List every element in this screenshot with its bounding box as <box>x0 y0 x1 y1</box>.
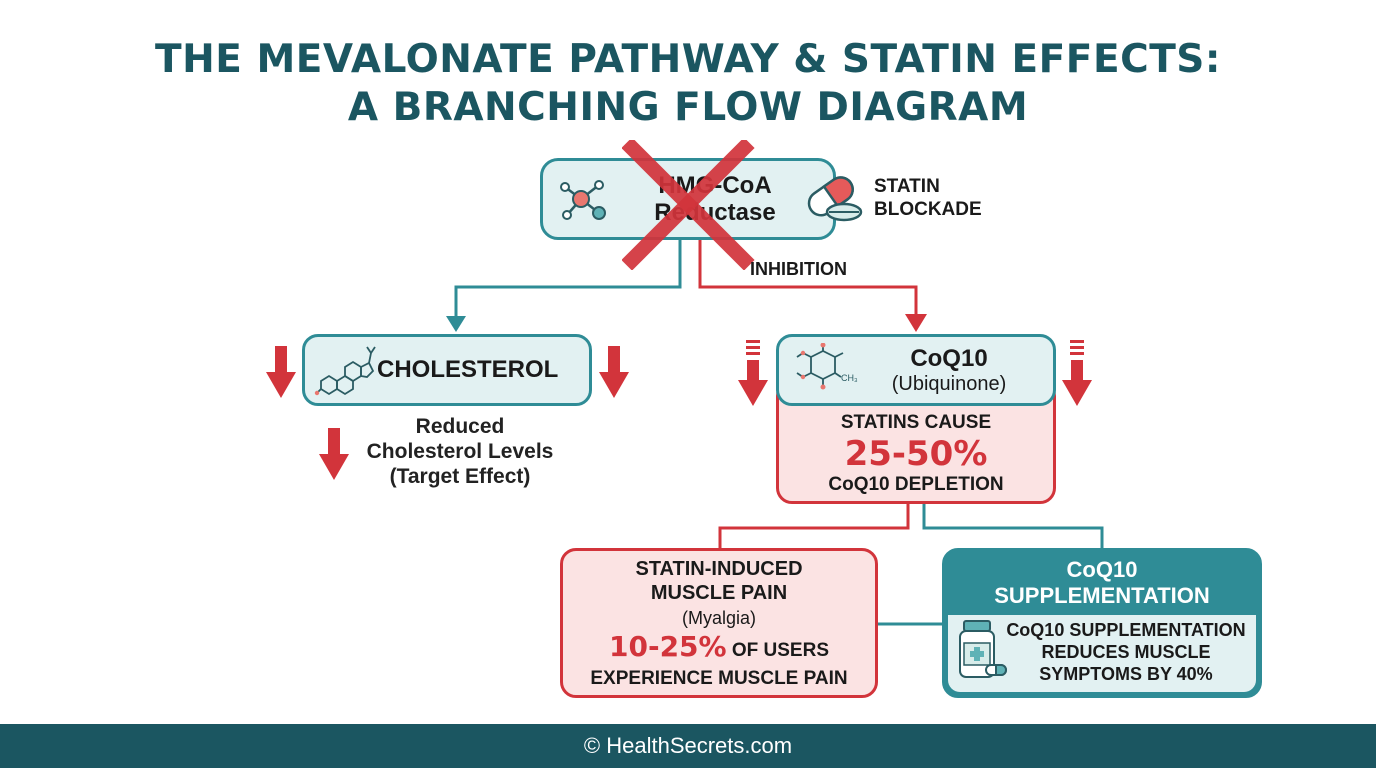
coq10-label: CoQ10 <box>910 344 988 372</box>
footer-copyright: © HealthSecrets.com <box>583 733 793 758</box>
supplementation-body-line-1: CoQ10 SUPPLEMENTATION <box>1006 620 1246 640</box>
blockade-label: BLOCKADE <box>874 199 982 220</box>
medicine-bottle-icon <box>959 620 1007 678</box>
effect-line-3: (Target Effect) <box>389 465 531 488</box>
depletion-line-1: STATINS CAUSE <box>840 412 992 433</box>
statin-label: STATIN <box>874 176 940 197</box>
arrowhead-cholesterol <box>446 316 466 332</box>
depletion-line-2: CoQ10 DEPLETION <box>828 474 1004 495</box>
pill-icon <box>807 176 863 222</box>
supplementation-header-line-1: CoQ10 <box>1066 557 1138 582</box>
arrowhead-coq10 <box>905 314 927 332</box>
cholesterol-label: CHOLESTEROL <box>377 356 559 383</box>
down-arrow-icon <box>1062 340 1092 406</box>
muscle-pain-line-1: STATIN-INDUCED <box>635 557 803 580</box>
muscle-pain-line-4: EXPERIENCE MUSCLE PAIN <box>590 667 848 689</box>
inhibition-label: INHIBITION <box>750 259 847 279</box>
muscle-pain-box: STATIN-INDUCED MUSCLE PAIN (Myalgia) 10-… <box>560 548 878 698</box>
supplementation-header-line-2: SUPPLEMENTATION <box>994 583 1210 608</box>
down-arrow-icon <box>319 428 349 480</box>
connector-to-cholesterol <box>454 240 682 318</box>
coq10-node: CH₃ CoQ10 (Ubiquinone) <box>776 334 1056 406</box>
down-arrow-icon <box>266 346 296 398</box>
effect-line-1: Reduced <box>415 415 505 438</box>
molecule-icon <box>560 180 606 220</box>
ch3-label: CH₃ <box>841 373 858 383</box>
title-line-1: THE MEVALONATE PATHWAY & STATIN EFFECTS: <box>154 37 1221 82</box>
myalgia-label: (Myalgia) <box>681 607 756 628</box>
quinone-structure-icon <box>796 343 844 390</box>
down-arrow-icon <box>599 346 629 398</box>
cholesterol-node: CHOLESTEROL <box>302 334 592 406</box>
statin-blockade-label: STATIN BLOCKADE <box>874 175 982 221</box>
muscle-pain-suffix: OF USERS <box>726 639 829 661</box>
connector-to-muscle-pain <box>718 504 910 550</box>
connector-to-supplementation <box>922 504 1104 548</box>
title-line-2: A BRANCHING FLOW DIAGRAM <box>347 85 1029 130</box>
depletion-value: 25-50% <box>844 434 988 474</box>
hmg-coa-reductase-node: HMG-CoA Reductase <box>540 158 836 240</box>
muscle-pain-stat: 10-25% OF USERS <box>608 629 829 668</box>
supplementation-box: CoQ10 SUPPLEMENTATION CoQ10 SUPPLEMENTAT… <box>942 548 1262 698</box>
supplementation-body-line-3: SYMPTOMS BY 40% <box>1039 664 1213 684</box>
ubiquinone-label: (Ubiquinone) <box>891 372 1007 395</box>
cholesterol-effect: Reduced Cholesterol Levels (Target Effec… <box>350 414 570 489</box>
effect-line-2: Cholesterol Levels <box>366 440 554 463</box>
muscle-pain-line-2: MUSCLE PAIN <box>650 581 788 604</box>
supplementation-body-line-2: REDUCES MUSCLE <box>1041 642 1211 662</box>
connector-to-coq10 <box>698 240 918 316</box>
supplementation-body: CoQ10 SUPPLEMENTATION REDUCES MUSCLE SYM… <box>948 615 1256 692</box>
steroid-structure-icon <box>314 346 376 396</box>
down-arrow-icon <box>738 340 768 406</box>
red-x-icon <box>622 140 755 270</box>
muscle-pain-value: 10-25% <box>608 629 727 663</box>
diagram-title: THE MEVALONATE PATHWAY & STATIN EFFECTS:… <box>0 36 1376 132</box>
footer: © HealthSecrets.com <box>0 724 1376 768</box>
supplementation-header: CoQ10 SUPPLEMENTATION <box>945 557 1259 609</box>
